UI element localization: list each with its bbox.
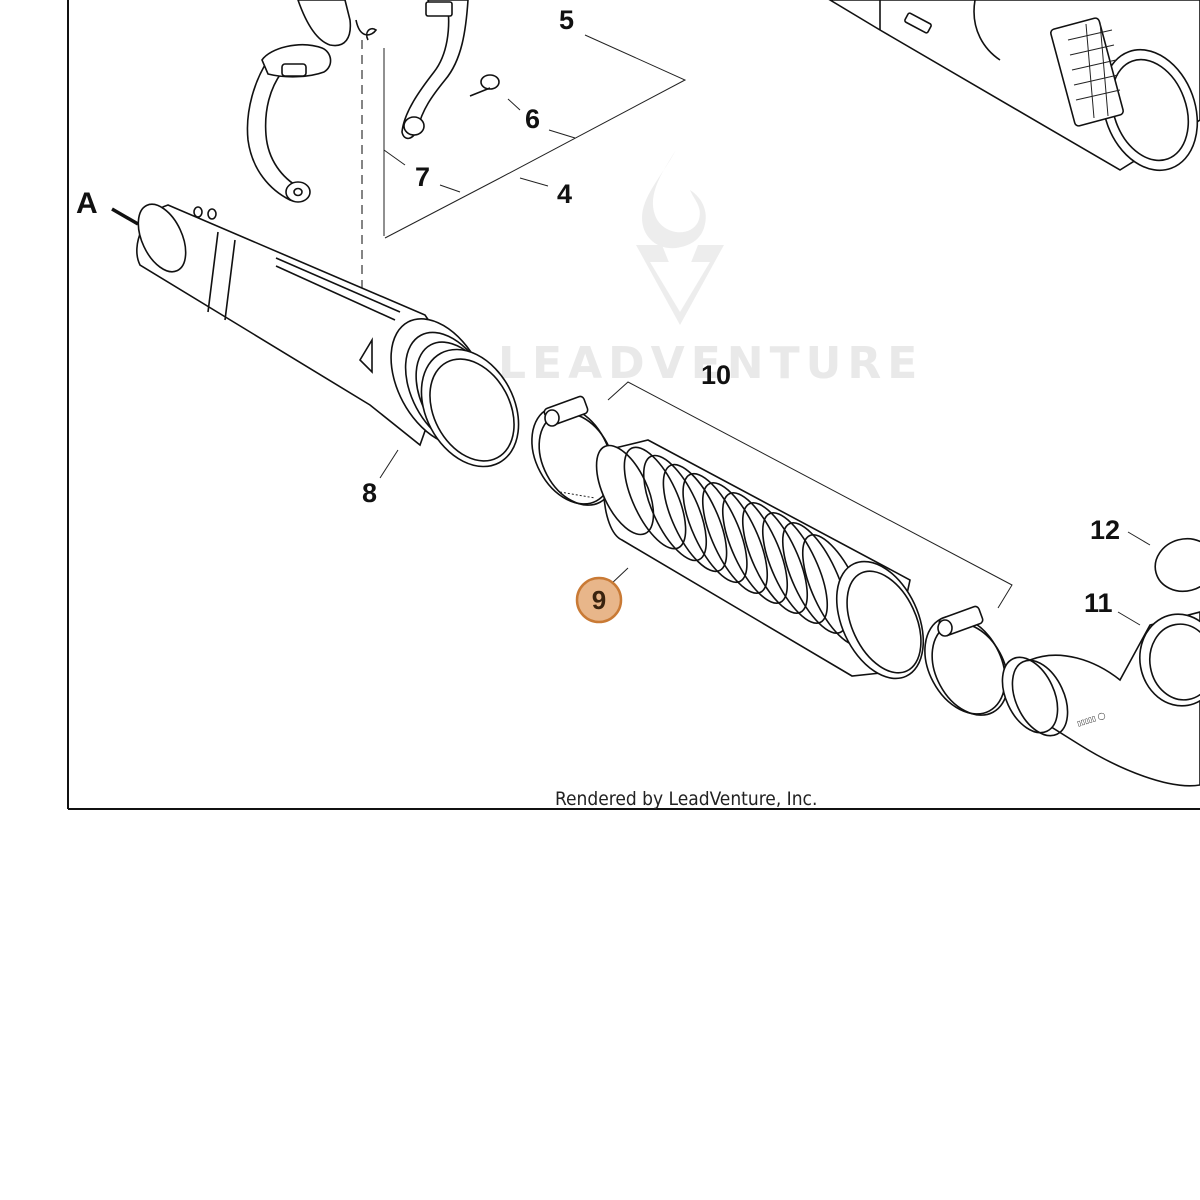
part-9-bellows-hose — [595, 439, 925, 680]
watermark-text: LEADVENTURE — [498, 338, 923, 389]
part-9-callout[interactable]: 9 — [575, 576, 623, 624]
part-label-8: 8 — [362, 478, 377, 508]
bracket-group-10 — [607, 381, 1013, 609]
part-9-callout-label: 9 — [592, 585, 606, 615]
diagram-frame — [67, 0, 1200, 810]
render-credit: Rendered by LeadVenture, Inc. — [555, 788, 817, 810]
watermark: LEADVENTURE — [498, 150, 923, 389]
bracket-group-4-5-6 — [361, 34, 687, 330]
part-8-tube — [136, 203, 520, 479]
part-label-11: 11 — [1084, 588, 1113, 618]
part-label-7: 7 — [415, 162, 430, 192]
hose-clamp-right — [924, 605, 1009, 716]
vane-grid — [1050, 17, 1124, 127]
part-label-6: 6 — [525, 104, 540, 134]
hose-clamp-left — [531, 395, 616, 506]
flame-v-logo-icon — [636, 150, 724, 325]
part-label-12: 12 — [1090, 515, 1120, 545]
part-12-gasket — [1127, 531, 1200, 593]
handle-clamp-assembly — [246, 0, 500, 203]
top-right-tube — [828, 0, 1200, 172]
part-label-5: 5 — [559, 5, 574, 35]
part-labels: 5 6 7 4 8 10 12 11 — [362, 5, 1120, 618]
part-label-10: 10 — [701, 360, 731, 390]
view-marker-a: A — [76, 187, 139, 226]
view-marker-label: A — [76, 187, 98, 220]
part-label-4: 4 — [557, 179, 572, 209]
part-11-elbow: ▯▯▯▯▯ ◯ — [1001, 611, 1200, 787]
